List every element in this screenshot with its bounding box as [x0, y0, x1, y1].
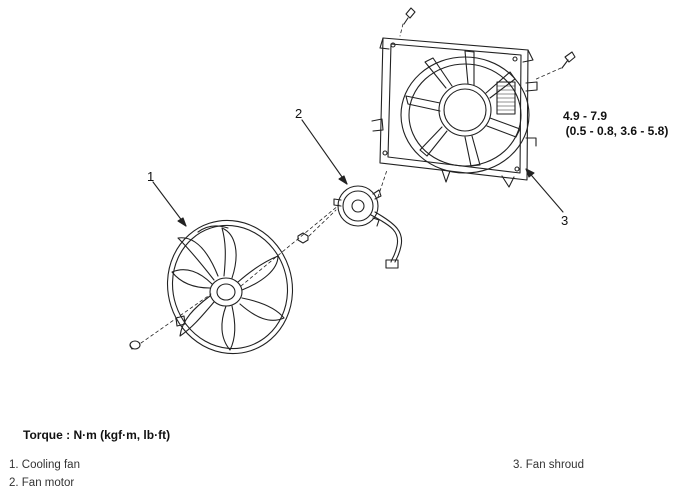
fan-clip — [175, 315, 186, 327]
leader-3 — [525, 168, 564, 213]
shroud-bolt-top — [403, 7, 416, 25]
legend-item-fan-motor: 2. Fan motor — [9, 477, 75, 489]
leader-1 — [152, 181, 187, 227]
torque-value: 4.9 - 7.9 — [563, 109, 607, 123]
shroud-bolt-right — [561, 51, 576, 69]
callout-3: 3 — [561, 213, 568, 228]
leader-2 — [301, 119, 348, 185]
torque-value-alt-units: (0.5 - 0.8, 3.6 - 5.8) — [566, 124, 669, 138]
exploded-view-diagram: 1 2 3 4.9 - 7.9 (0.5 - 0.8, 3.6 - 5.8) — [129, 7, 669, 355]
legend-item-cooling-fan: 1. Cooling fan — [9, 459, 80, 471]
fan-shroud — [371, 37, 538, 188]
fan-motor-nut — [297, 232, 309, 244]
cooling-fan — [166, 219, 294, 355]
legend-item-fan-shroud: 3. Fan shroud — [513, 459, 584, 471]
fan-motor — [333, 185, 403, 269]
callout-2: 2 — [295, 106, 302, 121]
torque-unit-label: Torque : N·m (kgf·m, lb·ft) — [23, 428, 171, 442]
callout-1: 1 — [147, 169, 154, 184]
fan-nut — [129, 340, 141, 350]
